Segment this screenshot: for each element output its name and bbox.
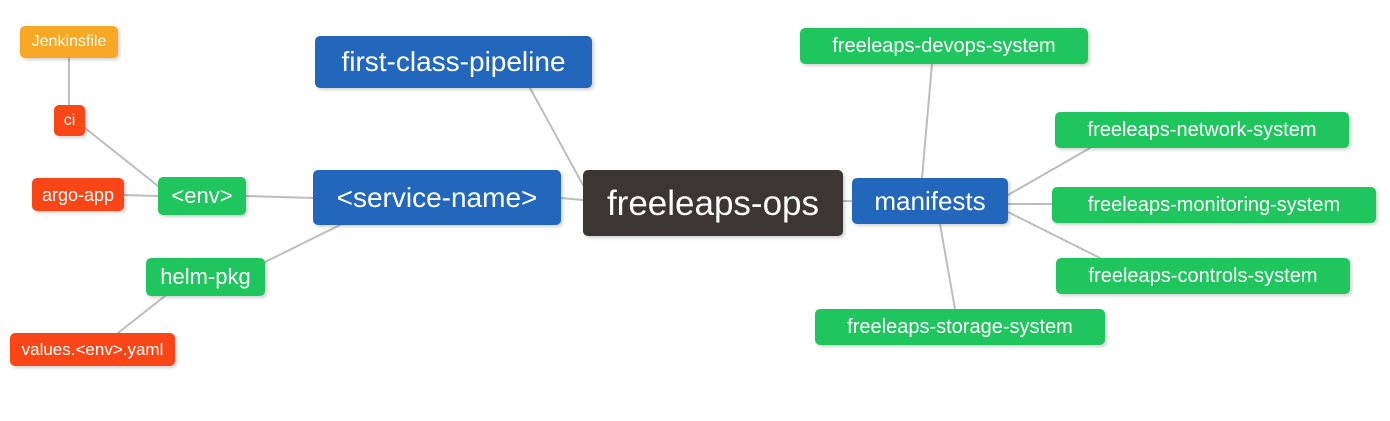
node-manifests[interactable]: manifests [852, 178, 1008, 224]
node-values-env-yaml[interactable]: values.<env>.yaml [10, 333, 175, 366]
node-freeleaps-storage-system[interactable]: freeleaps-storage-system [815, 309, 1105, 345]
edge-env-to-argo-app [123, 194, 159, 197]
node-label-helm-pkg: helm-pkg [160, 264, 251, 289]
node-Jenkinsfile[interactable]: Jenkinsfile [20, 26, 118, 58]
node-label-service-name: <service-name> [336, 181, 538, 213]
edge-manifests-to-freeleaps-devops-system [921, 63, 933, 179]
node-label-freeleaps-monitoring-system: freeleaps-monitoring-system [1087, 194, 1341, 216]
edge-service-name-to-env [245, 195, 314, 199]
edge-service-name-to-helm-pkg [264, 224, 341, 263]
node-freeleaps-ops[interactable]: freeleaps-ops [583, 170, 843, 236]
node-service-name[interactable]: <service-name> [313, 170, 561, 225]
node-freeleaps-monitoring-system[interactable]: freeleaps-monitoring-system [1052, 187, 1376, 223]
node-helm-pkg[interactable]: helm-pkg [146, 258, 265, 296]
node-label-freeleaps-devops-system: freeleaps-devops-system [832, 35, 1056, 57]
node-label-manifests: manifests [874, 186, 986, 216]
node-label-freeleaps-ops: freeleaps-ops [606, 183, 820, 223]
node-label-ci: ci [63, 111, 76, 129]
node-label-Jenkinsfile: Jenkinsfile [31, 33, 107, 50]
node-label-freeleaps-controls-system: freeleaps-controls-system [1088, 265, 1318, 287]
node-label-first-class-pipeline: first-class-pipeline [341, 46, 566, 77]
node-argo-app[interactable]: argo-app [32, 178, 124, 211]
node-ci[interactable]: ci [54, 105, 85, 136]
node-label-env: <env> [171, 183, 233, 208]
node-freeleaps-network-system[interactable]: freeleaps-network-system [1055, 112, 1349, 148]
node-freeleaps-devops-system[interactable]: freeleaps-devops-system [800, 28, 1088, 64]
edge-freeleaps-ops-to-service-name [560, 197, 584, 201]
node-label-argo-app: argo-app [41, 184, 115, 205]
node-label-freeleaps-network-system: freeleaps-network-system [1087, 119, 1317, 141]
edge-helm-pkg-to-values-env-yaml [117, 295, 166, 334]
node-label-freeleaps-storage-system: freeleaps-storage-system [847, 316, 1073, 338]
node-freeleaps-controls-system[interactable]: freeleaps-controls-system [1056, 258, 1350, 294]
node-first-class-pipeline[interactable]: first-class-pipeline [315, 36, 592, 88]
edge-manifests-to-freeleaps-storage-system [939, 223, 956, 310]
node-label-values-env-yaml: values.<env>.yaml [21, 340, 164, 359]
node-env[interactable]: <env> [158, 177, 246, 215]
